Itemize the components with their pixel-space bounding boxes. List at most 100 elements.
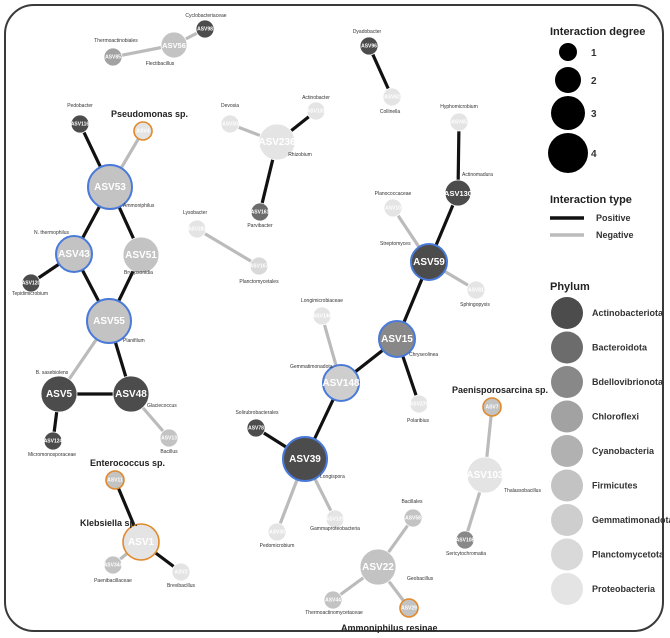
node-asv51: ASV51 — [122, 236, 160, 274]
node-circle — [455, 530, 475, 550]
taxon-label: N. thermophilus — [34, 230, 70, 236]
node-circle — [122, 523, 160, 561]
node-asv85: ASV85 — [103, 47, 123, 67]
legend: Interaction degree 1 2 3 4 Interaction t… — [548, 26, 670, 605]
node-asv116: ASV116 — [70, 114, 90, 134]
node-label: ASV81 — [468, 288, 484, 294]
node-asv55: ASV55 — [86, 298, 132, 344]
node-label: ASV48 — [115, 389, 147, 400]
node-circle — [403, 508, 423, 528]
degree-legend-title: Interaction degree — [550, 26, 645, 38]
node-label: ASV7 — [485, 405, 498, 411]
node-label: ASV130 — [444, 189, 472, 198]
negative-edge — [196, 227, 260, 268]
node-circle — [21, 273, 41, 293]
phylum-swatch — [551, 297, 583, 329]
phylum-label: Planctomycetota — [592, 550, 665, 560]
node-label: ASV124 — [44, 439, 63, 445]
node-asv278: ASV278 — [409, 394, 429, 414]
node-asv43: ASV43 — [55, 235, 93, 273]
node-label: ASV11 — [107, 478, 123, 484]
phylum-label: Actinobacteriota — [592, 308, 664, 318]
node-label: ASV148 — [322, 378, 360, 389]
node-label: ASV103 — [466, 470, 504, 481]
phylum-label: Proteobacteria — [592, 584, 656, 594]
node-asv125: ASV125 — [325, 509, 345, 529]
node-circle — [378, 320, 416, 358]
phylum-label: Cyanobacteria — [592, 446, 655, 456]
node-label: ASV13 — [161, 436, 177, 442]
node-circle — [86, 298, 132, 344]
node-circle — [322, 364, 360, 402]
taxon-label: Planococcaceae — [375, 191, 412, 197]
node-label: ASV43 — [58, 249, 90, 260]
taxon-label: Pedobacter — [67, 103, 93, 109]
species-label: Klebsiella sp. — [80, 518, 138, 528]
node-circle — [133, 121, 153, 141]
node-asv50: ASV50 — [220, 114, 240, 134]
node-label: ASV53 — [94, 182, 126, 193]
taxon-label: Pedomicrobium — [260, 543, 295, 549]
phylum-swatch — [551, 538, 583, 571]
phylum-swatch — [551, 400, 583, 433]
node-circle — [249, 256, 269, 276]
node-label: ASV30 — [269, 530, 285, 536]
node-layer: ASV56ASV98ASV85ASV96ASV62ASV116ASV4ASV53… — [21, 19, 504, 618]
node-asv10: ASV10 — [383, 198, 403, 218]
taxon-label: Geobacillus — [407, 576, 434, 582]
node-asv167: ASV167 — [249, 256, 269, 276]
degree-swatch-2 — [555, 67, 581, 93]
taxon-label: Chryseolinea — [409, 352, 438, 358]
node-asv161: ASV161 — [250, 202, 270, 222]
node-label: ASV131 — [307, 109, 326, 115]
node-asv62: ASV62 — [382, 87, 402, 107]
node-label: ASV56 — [162, 41, 186, 50]
taxon-label: Sericytochromatia — [446, 551, 486, 557]
node-asv7: ASV7 — [482, 397, 502, 417]
node-label: ASV96 — [361, 44, 377, 50]
node-circle — [187, 219, 207, 239]
node-asv130: ASV130 — [444, 179, 472, 207]
node-asv22: ASV22 — [359, 548, 397, 586]
node-circle — [43, 431, 63, 451]
phylum-legend-items: ActinobacteriotaBacteroidotaBdellovibrio… — [551, 297, 670, 605]
taxon-label: Longimicrobiaceae — [301, 298, 343, 304]
phylum-label: Chloroflexi — [592, 412, 639, 422]
degree-swatch-4 — [548, 133, 588, 173]
taxon-label: Thermoactinomycetaceae — [305, 610, 363, 616]
node-asv39: ASV39 — [282, 436, 328, 482]
taxon-label: Glaciecoccus — [147, 403, 177, 409]
taxon-label: Micromonosporaceae — [28, 452, 76, 458]
node-circle — [40, 375, 78, 413]
node-circle — [105, 470, 125, 490]
phylum-swatch — [551, 504, 583, 536]
taxon-label: Collinella — [380, 109, 401, 115]
phylum-label: Gemmatimonadota — [592, 515, 670, 525]
node-asv148: ASV148 — [322, 364, 360, 402]
node-asv1: ASV1 — [122, 523, 160, 561]
negative-label: Negative — [596, 230, 634, 240]
taxon-label: Sphingopyxis — [460, 302, 490, 308]
taxon-label: Planifilum — [123, 338, 145, 344]
node-circle — [55, 235, 93, 273]
phylum-swatch — [551, 435, 583, 467]
node-circle — [325, 509, 345, 529]
node-circle — [482, 397, 502, 417]
node-asv236: ASV236 — [258, 123, 296, 161]
node-asv29: ASV29 — [399, 598, 419, 618]
node-circle — [359, 36, 379, 56]
taxon-label: Paenibacillaceae — [94, 578, 132, 584]
node-label: ASV108 — [456, 538, 475, 544]
node-label: ASV10 — [385, 206, 401, 212]
node-circle — [399, 598, 419, 618]
degree-label-3: 3 — [591, 109, 597, 120]
node-label: ASV161 — [251, 210, 270, 216]
node-circle — [359, 548, 397, 586]
node-label: ASV59 — [413, 257, 445, 268]
taxon-label: Devosia — [221, 103, 239, 109]
phylum-label: Bacteroidota — [592, 343, 648, 353]
node-circle — [195, 19, 215, 39]
taxon-label: Brevibacillus — [167, 583, 196, 589]
node-circle — [246, 418, 266, 438]
